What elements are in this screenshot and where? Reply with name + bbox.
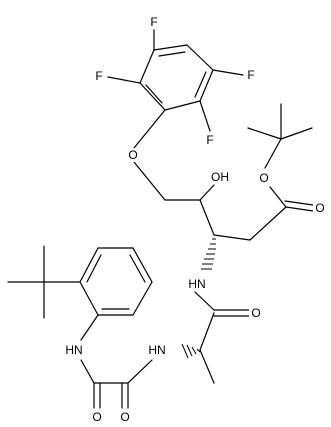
backbone-bond-2 (199, 199, 215, 236)
svg-text:O: O (120, 410, 129, 424)
cf-bond-lower-right (199, 100, 211, 132)
svg-text:O: O (259, 171, 268, 185)
svg-text:OH: OH (211, 170, 229, 184)
svg-text:O: O (315, 201, 324, 215)
aryl-o-bond (133, 109, 166, 149)
nh-oxamide-c-bond (127, 359, 153, 384)
ester-c-o-double-2 (284, 200, 314, 206)
ester-o-tbu-bond (264, 138, 282, 169)
oxamide-c-nh-bond (80, 359, 95, 384)
c-oh-bond (199, 184, 215, 201)
svg-text:O: O (251, 306, 260, 320)
amide-c-alpha-bond (199, 312, 215, 351)
label-anilide-nh: HN (62, 343, 84, 357)
label-ester-carbonyl-o: O (313, 201, 326, 215)
svg-text:F: F (95, 69, 102, 83)
nh-aryl-bond (80, 314, 99, 341)
o-ch2-bond (133, 161, 166, 201)
alanine-methyl-bond (199, 349, 215, 384)
svg-text:HN: HN (65, 343, 82, 357)
svg-text:HN: HN (148, 343, 165, 357)
tetrafluorophenyl-ring (139, 44, 214, 111)
label-oxamide-o-left: O (91, 410, 104, 424)
ester-c-o-bond (269, 186, 287, 208)
label-f-top: F (148, 15, 160, 29)
label-amide-nh-lower: HN (146, 343, 168, 357)
backbone-bond-4 (249, 206, 287, 241)
label-f-upper-left: F (93, 69, 105, 83)
label-f-lower-right: F (204, 133, 216, 147)
label-amide-carbonyl-o: O (249, 306, 262, 320)
svg-text:O: O (92, 410, 101, 424)
svg-text:F: F (206, 133, 213, 147)
label-oxamide-o-right: O (119, 410, 132, 424)
nh-amide-c-bond (194, 291, 215, 311)
svg-text:HN: HN (188, 277, 205, 291)
label-ester-o: O (258, 171, 271, 185)
label-amide-nh-upper: HN (186, 277, 208, 291)
aryl-tert-butyl (7, 245, 81, 319)
label-f-upper-right: F (245, 68, 257, 82)
stereo-hash-bond-upper (201, 238, 216, 270)
svg-text:F: F (247, 68, 254, 82)
ester-c-o-double-1 (285, 206, 314, 212)
tert-butylphenyl-ring (79, 247, 153, 316)
label-hydroxyl: OH (210, 170, 232, 184)
backbone-bond-3 (213, 234, 251, 241)
label-ether-o: O (127, 148, 140, 162)
stereo-hash-bond-lower (181, 343, 201, 359)
svg-text:O: O (128, 148, 137, 162)
cf-bond-upper-right (212, 69, 244, 76)
cf-bond-upper-left (107, 76, 141, 84)
svg-text:F: F (150, 15, 157, 29)
ester-tert-butyl (247, 103, 313, 140)
